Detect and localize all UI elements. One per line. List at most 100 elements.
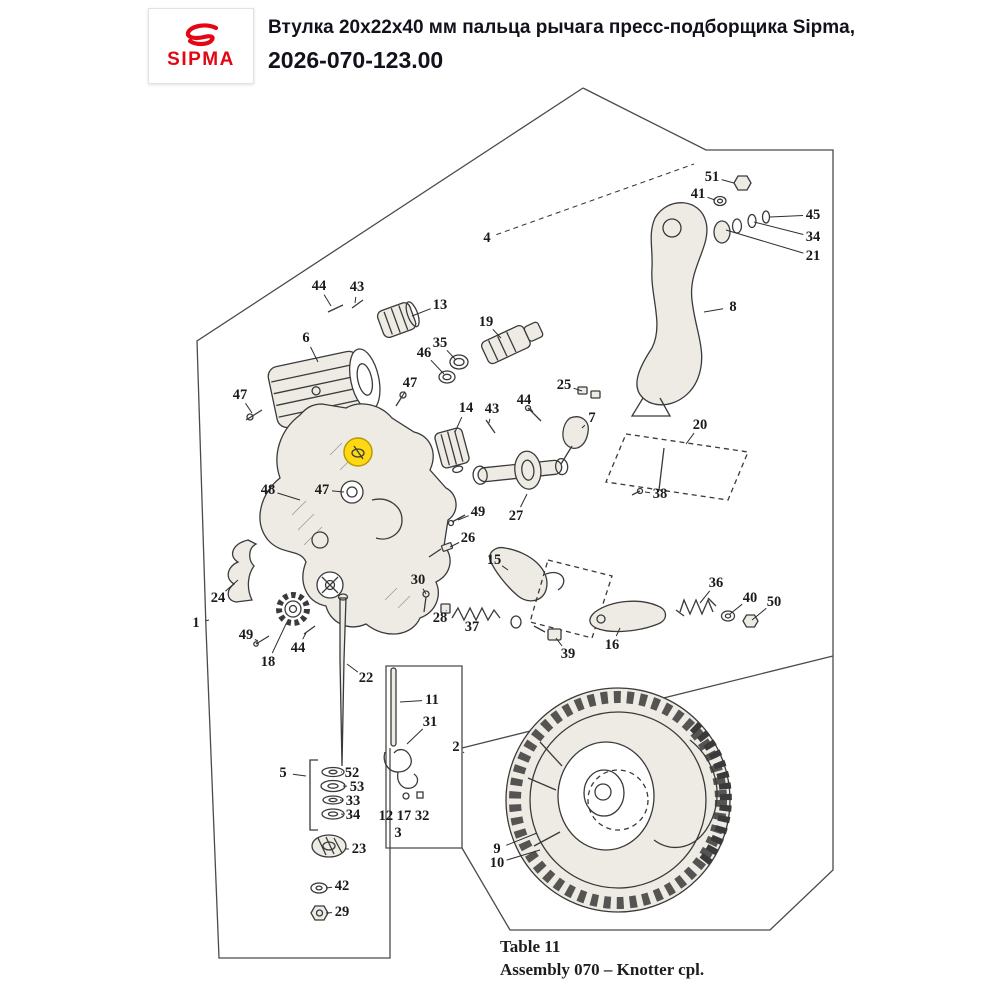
part-screw-49a: [447, 514, 466, 527]
part-lever-15: [489, 546, 565, 602]
leader-line-20: [685, 432, 695, 445]
part-number-44: 44: [291, 640, 306, 656]
leader-line-30: [422, 588, 427, 595]
part-washer-stack-52-53-33-34: [320, 766, 346, 820]
part-number-49: 49: [239, 627, 254, 643]
part-number-15: 15: [487, 552, 502, 568]
diagram-frame: [196, 87, 834, 959]
leader-line-47: [402, 391, 406, 396]
part-number-23: 23: [352, 841, 367, 857]
part-number-21: 21: [806, 248, 821, 264]
part-number-51: 51: [705, 169, 720, 185]
leader-line-24: [225, 579, 239, 592]
part-number-50: 50: [767, 594, 782, 610]
part-number-31: 31: [423, 714, 438, 730]
leader-line-15: [501, 565, 509, 571]
title-block: Втулка 20x22x40 мм пальца рычага пресс-п…: [268, 16, 948, 74]
leader-line-34: [753, 221, 804, 235]
leader-line-49: [254, 639, 259, 642]
part-number-16: 16: [605, 637, 620, 653]
part-number-49: 49: [471, 504, 486, 520]
part-nut-51: [733, 175, 752, 191]
leader-line-48: [277, 492, 301, 501]
leader-line-7: [581, 424, 586, 429]
part-number-10: 10: [490, 855, 505, 871]
leader-line-47: [245, 403, 253, 414]
part-washer-41: [713, 195, 727, 207]
leader-line-5: [292, 773, 307, 777]
part-number-35: 35: [433, 335, 448, 351]
leader-line-6: [310, 346, 319, 363]
part-lever-arm-8: [630, 202, 708, 417]
leader-line-19: [492, 328, 502, 339]
highlighted-part-marker: [343, 437, 373, 467]
part-number-47: 47: [403, 375, 418, 391]
part-number-19: 19: [479, 314, 494, 330]
part-cam-lever-7: [560, 416, 589, 465]
part-spring-37: [451, 606, 501, 622]
table-label: Table 11: [500, 937, 561, 956]
part-number-34: 34: [806, 229, 821, 245]
part-knotter-frame-casting: [259, 403, 457, 635]
leader-line-9: [506, 832, 538, 846]
leader-line-35: [446, 349, 457, 361]
part-number-title: 2026-070-123.00: [268, 46, 444, 73]
part-number-8: 8: [729, 299, 736, 315]
part-number-22: 22: [359, 670, 374, 686]
leader-line-31: [406, 728, 424, 745]
part-number-46: 46: [417, 345, 432, 361]
part-spring-36: [675, 597, 717, 617]
part-nut-29: [310, 905, 329, 921]
part-screw-26: [428, 542, 454, 558]
leader-line-1: [205, 619, 210, 622]
part-number-39: 39: [561, 646, 576, 662]
part-pins-43-44-top: [327, 299, 364, 313]
leader-line-8: [703, 308, 724, 313]
part-star-wheel-18: [276, 592, 310, 626]
leader-line-26: [449, 542, 460, 548]
part-number-38: 38: [653, 486, 668, 502]
part-needle-22: [337, 593, 349, 767]
leader-line-38: [644, 491, 651, 494]
part-number-44: 44: [517, 392, 532, 408]
part-number-3: 3: [394, 825, 401, 841]
leader-line-11: [399, 700, 423, 703]
part-number-44: 44: [312, 278, 327, 294]
part-knurled-pin-14: [434, 427, 470, 474]
leader-line-43: [488, 418, 491, 424]
part-number-43: 43: [485, 401, 500, 417]
page-title: Втулка 20x22x40 мм пальца рычага пресс-п…: [268, 17, 855, 38]
part-number-28: 28: [433, 610, 448, 626]
leader-line-14: [454, 416, 463, 433]
part-number-1: 1: [192, 615, 199, 631]
leader-line-47: [331, 490, 345, 493]
part-roller-shaft-27: [472, 450, 569, 490]
leader-line-18: [271, 623, 287, 654]
leader-line-44: [302, 632, 307, 640]
part-number-37: 37: [465, 619, 480, 635]
leader-line-13: [411, 308, 431, 317]
leader-line-36: [699, 590, 711, 604]
part-number-33: 33: [346, 793, 361, 809]
part-lever-16: [589, 600, 667, 633]
part-number-45: 45: [806, 207, 821, 223]
part-number-36: 36: [709, 575, 724, 591]
leader-line-40: [729, 603, 743, 615]
leader-line-44: [323, 294, 332, 307]
sipma-swoosh-icon: [185, 23, 219, 47]
part-worm-gear-23: [311, 834, 347, 858]
part-number-40: 40: [743, 590, 758, 606]
part-pins-49-44-left: [253, 625, 316, 647]
sipma-logo: SIPMA: [148, 8, 254, 84]
leader-line-42: [325, 886, 333, 889]
part-clip-25: [577, 386, 601, 399]
leader-line-49: [457, 515, 469, 521]
leader-line-27: [520, 493, 528, 508]
part-washer-pin-nut-39: [510, 615, 562, 641]
part-number-53: 53: [350, 779, 365, 795]
assembly-label: Assembly 070 – Knotter cpl.: [500, 959, 705, 979]
part-bracket-24: [227, 539, 258, 603]
